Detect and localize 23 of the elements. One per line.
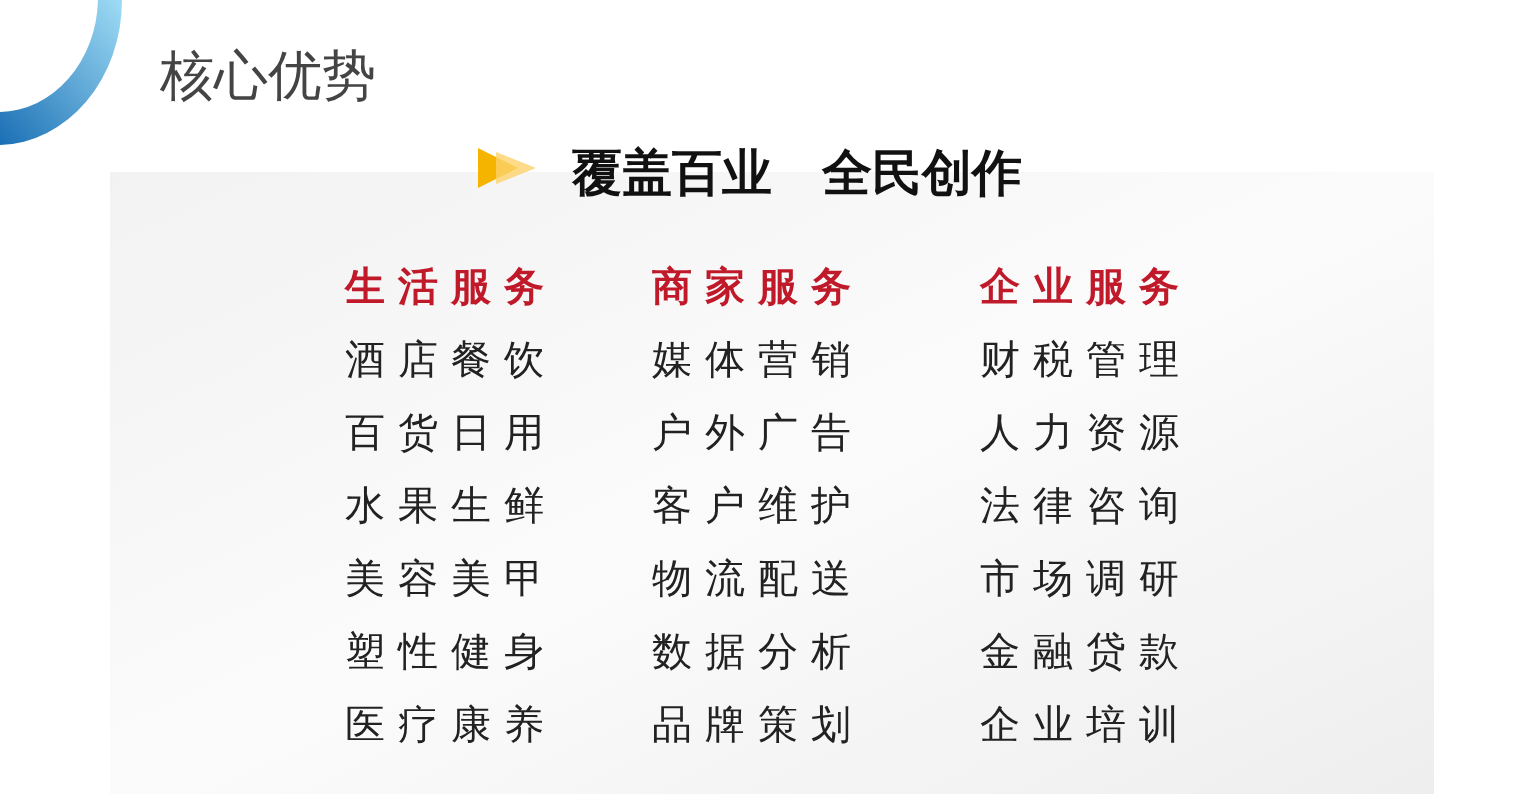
list-item: 市场调研	[980, 554, 1192, 602]
list-item: 法律咨询	[980, 481, 1192, 529]
column-heading: 生活服务	[345, 262, 557, 310]
list-item: 水果生鲜	[345, 481, 557, 529]
list-item: 塑性健身	[345, 627, 557, 675]
list-item: 美容美甲	[345, 554, 557, 602]
slide-title: 核心优势	[160, 43, 376, 109]
list-item: 医疗康养	[345, 700, 557, 748]
list-item: 酒店餐饮	[345, 335, 557, 383]
list-item: 品牌策划	[652, 700, 864, 748]
list-item: 数据分析	[652, 627, 864, 675]
list-item: 媒体营销	[652, 335, 864, 383]
list-item: 金融贷款	[980, 627, 1192, 675]
column-heading: 商家服务	[652, 262, 864, 310]
list-item: 户外广告	[652, 408, 864, 456]
list-item: 物流配送	[652, 554, 864, 602]
list-item: 客户维护	[652, 481, 864, 529]
list-item: 财税管理	[980, 335, 1192, 383]
list-item: 企业培训	[980, 700, 1192, 748]
subtitle: 覆盖百业 全民创作	[572, 142, 1022, 204]
list-item: 百货日用	[345, 408, 557, 456]
column-heading: 企业服务	[980, 262, 1192, 310]
list-item: 人力资源	[980, 408, 1192, 456]
